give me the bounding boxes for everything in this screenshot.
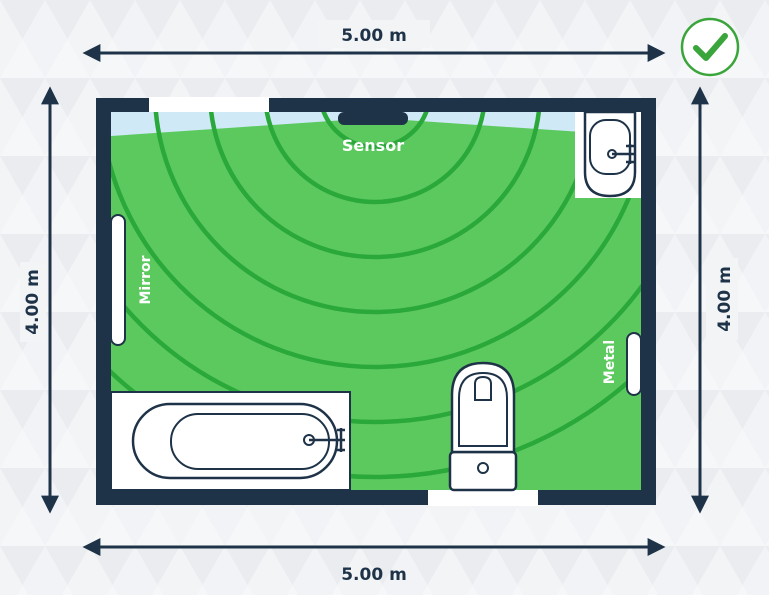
sensor-waves xyxy=(111,112,641,480)
door-bottom xyxy=(428,489,538,506)
bathtub xyxy=(110,391,351,491)
dimension-bottom-label: 5.00 m xyxy=(341,565,407,585)
mirror-label: Mirror xyxy=(138,255,154,304)
mirror xyxy=(110,214,126,346)
checkmark-circle-icon xyxy=(680,17,740,77)
metal-object xyxy=(626,332,642,396)
dimension-top-label: 5.00 m xyxy=(341,26,407,46)
dimension-left: 4.00 m xyxy=(20,86,59,514)
dimension-right-label: 4.00 m xyxy=(715,266,735,332)
metal-label: Metal xyxy=(602,340,618,384)
dimension-left-label: 4.00 m xyxy=(23,269,43,335)
toilet xyxy=(448,361,518,492)
dimension-right: 4.00 m xyxy=(691,86,738,514)
dimension-top: 5.00 m xyxy=(82,20,666,62)
sensor-device xyxy=(338,112,408,125)
sensor-label: Sensor xyxy=(342,136,404,155)
door-top xyxy=(149,97,269,113)
dimension-bottom: 5.00 m xyxy=(82,538,666,585)
sink xyxy=(575,110,641,198)
